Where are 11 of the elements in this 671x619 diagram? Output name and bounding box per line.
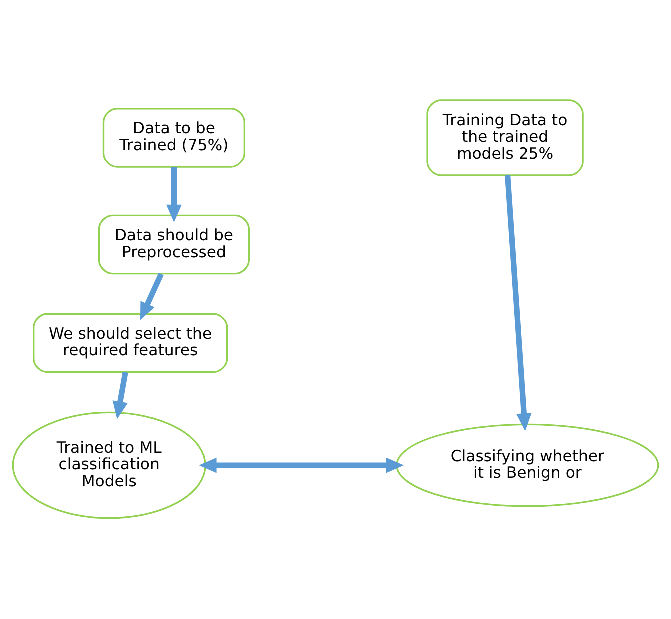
arrow xyxy=(112,372,128,420)
arrow xyxy=(199,458,404,474)
node-box: We should select the required features xyxy=(32,313,228,374)
arrow xyxy=(505,175,532,432)
arrow xyxy=(140,273,164,320)
arrow xyxy=(166,167,182,223)
node-box: Data to be Trained (75%) xyxy=(102,108,246,168)
node-ellipse: Classifying whether it is Benign or xyxy=(396,424,660,508)
node-box: Data should be Preprocessed xyxy=(98,214,250,275)
node-ellipse: Trained to ML classification Models xyxy=(12,412,206,520)
node-box: Training Data to the trained models 25% xyxy=(426,100,584,176)
